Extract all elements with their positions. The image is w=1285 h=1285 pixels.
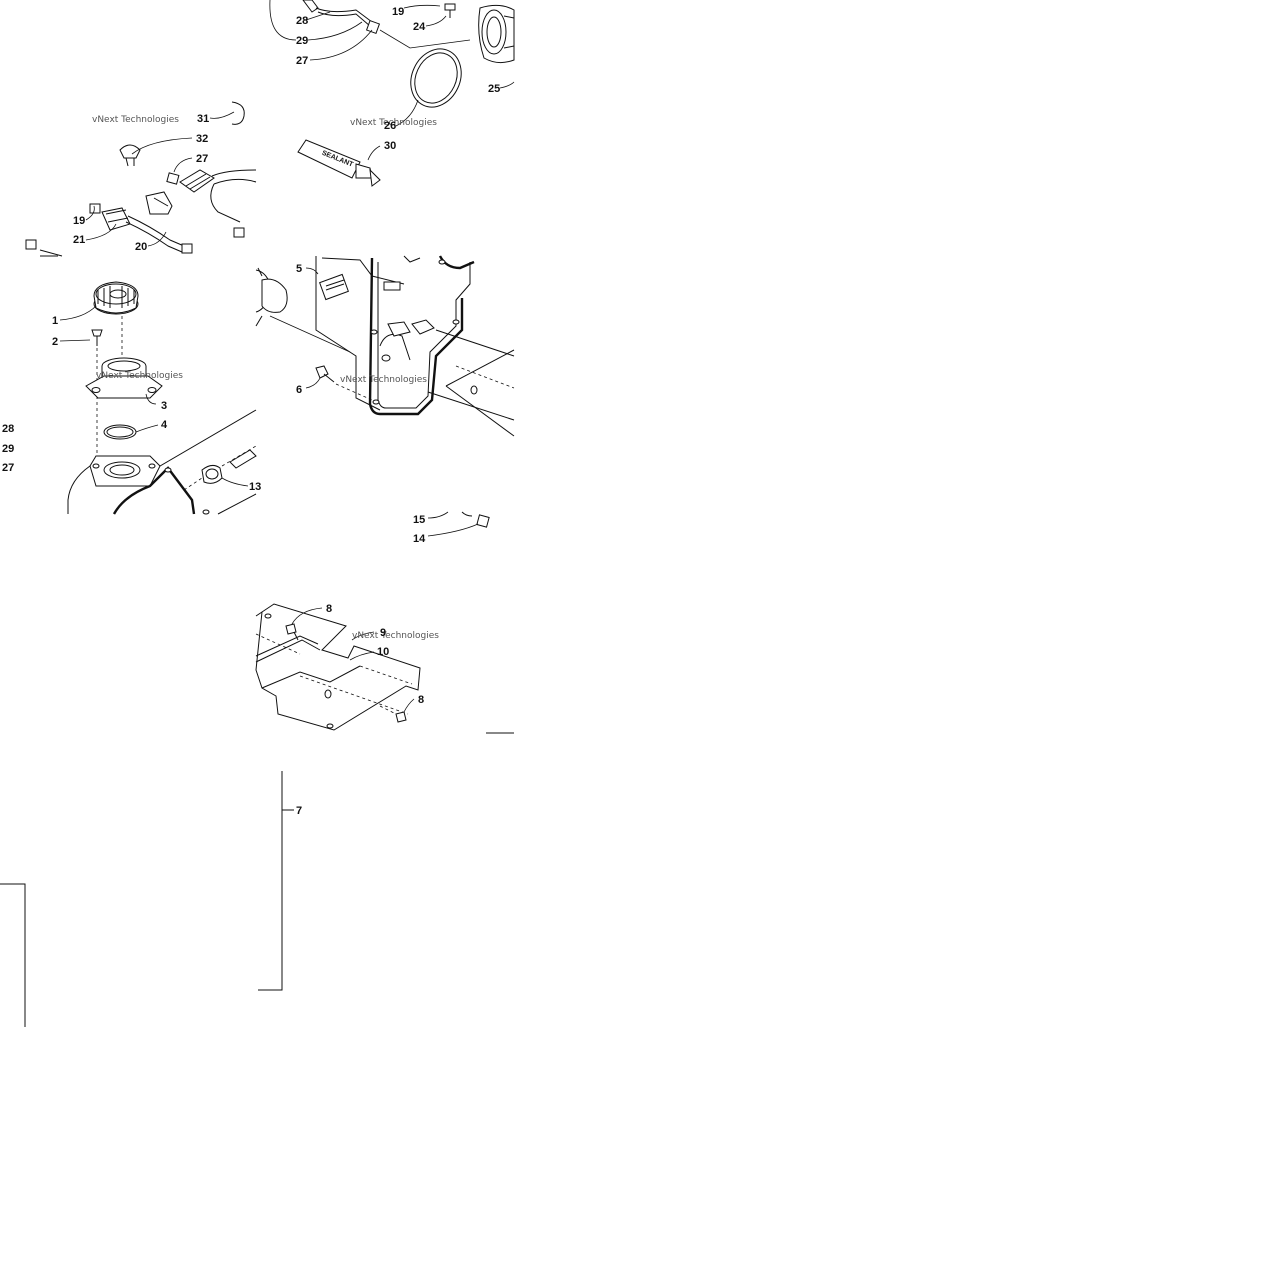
callout-27: 27 [196,153,208,165]
callout-29: 29 [296,35,308,47]
callout-29: 29 [2,443,14,455]
watermark-text: vNext Technologies [350,118,437,128]
callout-32: 32 [196,133,208,145]
callout-21: 21 [73,234,85,246]
callout-2: 2 [52,336,58,348]
panel-hose-seal: SEALANT [269,0,515,187]
callout-28: 28 [296,15,308,27]
callout-28: 28 [2,423,14,435]
bracket-assembly-7 [258,771,294,991]
callout-13: 13 [249,481,261,493]
callout-19: 19 [392,6,404,18]
callout-14: 14 [413,533,426,545]
panel-filler [59,281,257,515]
callout-20: 20 [135,241,147,253]
panel-tank-side [255,255,515,537]
watermark-text: vNext Technologies [96,371,183,381]
callout-25: 25 [488,83,500,95]
callout-27: 27 [296,55,308,67]
callout-15: 15 [413,514,425,526]
watermark-text: vNext Technologies [92,115,179,125]
watermark-text: vNext Technologies [340,375,427,385]
callout-24: 24 [413,21,426,33]
bracket-left [0,883,26,1027]
watermark-text: vNext Technologies [352,631,439,641]
callout-8: 8 [326,603,332,615]
callout-4: 4 [161,419,168,431]
callout-30: 30 [384,140,396,152]
callout-6: 6 [296,384,302,396]
callouts: 28 29 27 19 24 25 26 30 31 32 27 19 21 2… [2,6,500,817]
callout-7: 7 [296,805,302,817]
callout-27: 27 [2,462,14,474]
callout-10: 10 [377,646,389,658]
callout-1: 1 [52,315,58,327]
callout-5: 5 [296,263,302,275]
callout-9: 9 [380,627,386,639]
callout-19: 19 [73,215,85,227]
callout-8: 8 [418,694,424,706]
callout-26: 26 [384,120,396,132]
callout-31: 31 [197,113,209,125]
watermarks: vNext Technologies vNext Technologies vN… [92,115,439,641]
callout-3: 3 [161,400,167,412]
panel-skid-plate [255,603,514,734]
panel-vent-hoses [25,101,257,257]
